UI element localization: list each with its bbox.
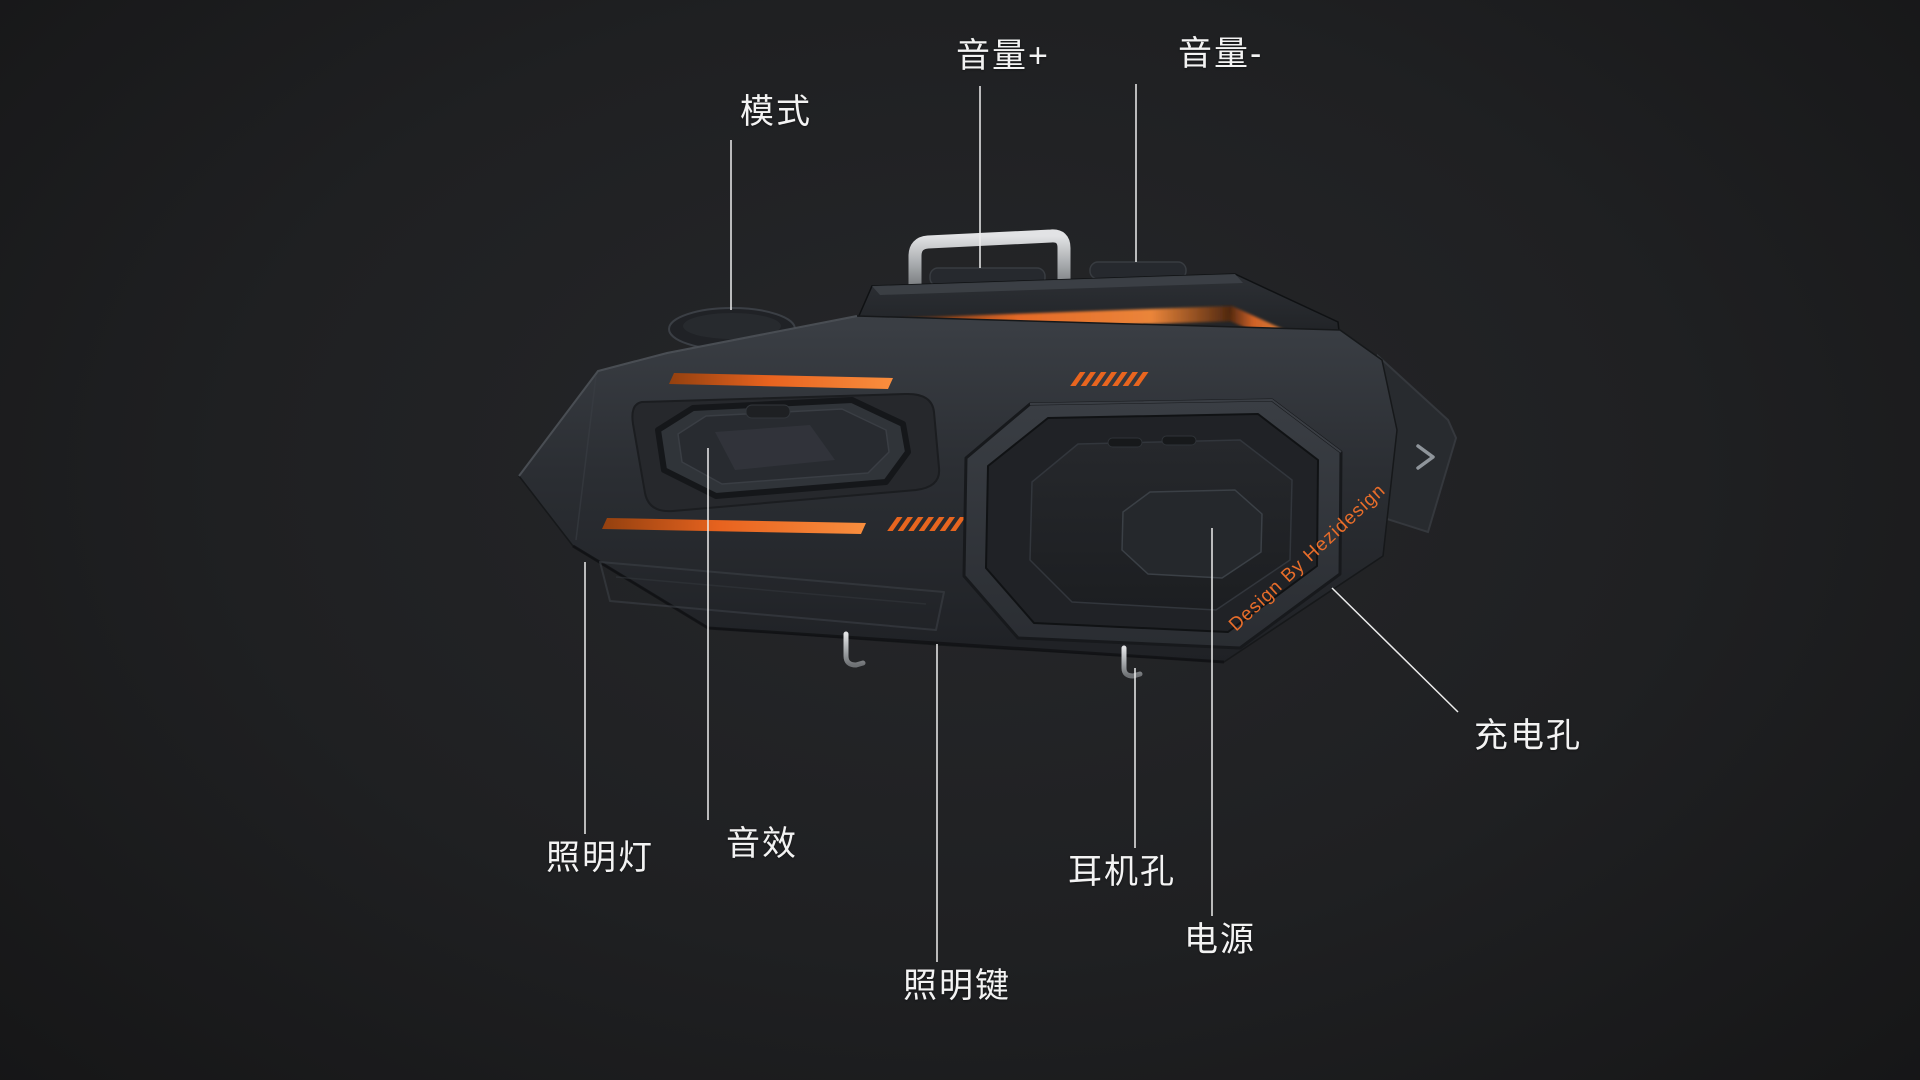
- callout-line-charging-port: [1331, 587, 1459, 713]
- mode-button: [668, 307, 796, 351]
- power-center: [1121, 489, 1263, 579]
- bottom-hook-left: [843, 631, 866, 668]
- label-charging-port: 充电孔: [1474, 717, 1582, 755]
- label-sound-effect: 音效: [726, 825, 798, 863]
- sound-effect-button: [631, 392, 941, 513]
- hazard-marks-bottom: [887, 517, 966, 531]
- power-button-pad: [962, 398, 1343, 650]
- label-light-lamp: 照明灯: [546, 839, 654, 877]
- label-volume-down: 音量-: [1178, 35, 1264, 73]
- label-earphone-jack: 耳机孔: [1068, 853, 1176, 891]
- label-light-button: 照明键: [903, 967, 1011, 1005]
- lower-panel-ridges: [599, 561, 945, 631]
- label-volume-up: 音量+: [956, 37, 1050, 75]
- metal-clip: [908, 229, 1071, 292]
- hazard-marks-top: [1070, 372, 1149, 386]
- callout-lines: [584, 84, 1459, 962]
- label-power: 电源: [1184, 921, 1256, 959]
- accent-stripe-bottom: [602, 517, 966, 534]
- bottom-hook-right: [1121, 645, 1143, 679]
- label-mode: 模式: [740, 93, 812, 131]
- accent-stripe-top: [669, 372, 1149, 389]
- fin-arrow-icon: [1416, 444, 1435, 470]
